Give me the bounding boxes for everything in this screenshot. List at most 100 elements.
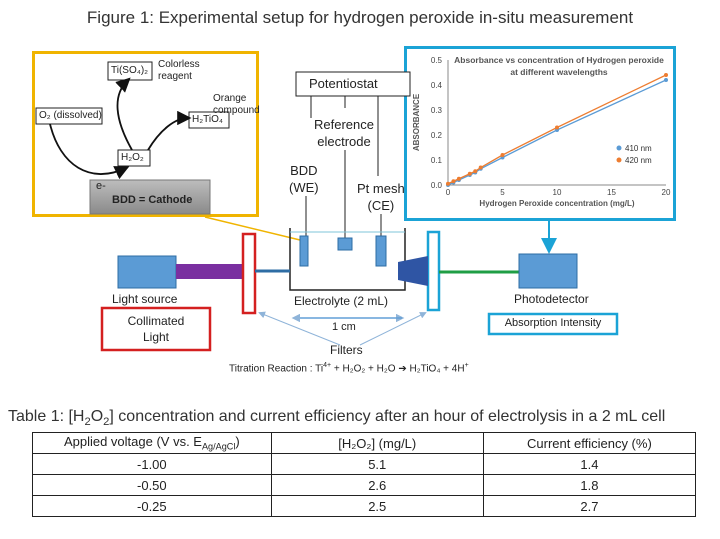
data-point (467, 171, 472, 176)
figure-title: Figure 1: Experimental setup for hydroge… (86, 8, 634, 27)
data-point (446, 181, 450, 186)
chart-title-line1: Absorbance vs concentration of Hydrogen … (454, 55, 664, 65)
titration-rest: + H₂O₂ + H₂O ➔ H₂TiO₄ + 4H (331, 363, 465, 375)
col-efficiency: Current efficiency (%) (482, 432, 697, 454)
collimator-filter (241, 232, 257, 315)
y-tick-label: 0.2 (431, 131, 443, 140)
data-point (664, 78, 668, 82)
electrolytic-cell (289, 228, 406, 291)
light-source-label: Light source (112, 292, 178, 306)
setup-diagram: 0.0 0.1 0.2 0.3 0.4 0.5 0 5 10 15 20 Absorbance vs … (35, 55, 671, 352)
data-point (478, 165, 483, 170)
electrolyte-label: Electrolyte (2 mL) (294, 294, 389, 308)
reagent-note: Colorless reagent (158, 59, 200, 82)
cell-h2o2: 5.1 (270, 453, 484, 475)
cell-voltage: -1.00 (32, 453, 272, 475)
lens (398, 256, 428, 286)
table-row: -1.00 5.1 1.4 (32, 453, 697, 475)
working-electrode (299, 235, 309, 267)
x-tick-label: 0 (446, 188, 451, 197)
table-title: Table 1: [H2O2] concentration and curren… (8, 408, 666, 429)
h2o2-label: H₂O₂ (121, 152, 144, 163)
cell-efficiency: 1.8 (482, 474, 697, 496)
col-voltage-sub: Ag/AgCl (201, 441, 236, 452)
light-source (117, 255, 177, 289)
x-tick-label: 15 (607, 188, 616, 197)
product-note: Orange compound (213, 93, 260, 116)
cell-voltage: -0.50 (32, 474, 272, 496)
table-title-rest: ] concentration and current efficiency a… (109, 408, 666, 425)
titration-reaction: Titration Reaction : Ti4+ + H₂O₂ + H₂O ➔… (229, 362, 469, 374)
data-point (473, 169, 478, 174)
data-point (500, 153, 505, 157)
potentiostat-box (295, 71, 411, 97)
titration-sup: 4+ (323, 362, 332, 369)
collimated-light-box (100, 306, 212, 352)
product-formula: H₂TiO₄ (192, 114, 223, 125)
counter-electrode (375, 235, 387, 267)
cathode-label: BDD = Cathode (112, 194, 193, 206)
y-tick-label: 0.3 (431, 106, 443, 115)
absorption-intensity-label: Absorption Intensity (504, 317, 602, 329)
reference-electrode-label: Reference electrode (314, 117, 374, 149)
width-label: 1 cm (332, 321, 356, 333)
data-point (451, 179, 456, 184)
x-tick-label: 10 (553, 188, 562, 197)
titration-sup2: + (464, 362, 469, 369)
inset-pointer (204, 216, 301, 241)
detector-filter (426, 230, 441, 312)
reaction-inset (32, 51, 259, 217)
y-tick-label: 0.5 (431, 56, 443, 65)
results-table: Applied voltage (V vs. EAg/AgCl) [H₂O₂] … (32, 432, 697, 517)
table-row: -0.25 2.5 2.7 (32, 495, 697, 517)
table-title-prefix: Table 1: [H (8, 408, 85, 425)
titration-prefix: Titration Reaction : Ti (229, 363, 324, 375)
col-voltage-label: Applied voltage (V vs. E (63, 434, 202, 450)
cell-efficiency: 1.4 (482, 453, 697, 475)
cell-voltage: -0.25 (32, 495, 272, 517)
light-beam (176, 264, 242, 279)
filters-label: Filters (330, 343, 363, 357)
y-tick-label: 0.4 (431, 81, 443, 90)
legend-label-1: 410 nm (625, 144, 652, 153)
electron-label: e- (96, 180, 106, 192)
absorbance-chart: 0.0 0.1 0.2 0.3 0.4 0.5 0 5 10 15 20 Absorbance vs … (412, 55, 671, 208)
table-header-row: Applied voltage (V vs. EAg/AgCl) [H₂O₂] … (32, 432, 697, 454)
col-h2o2: [H₂O₂] (mg/L) (270, 432, 484, 454)
cell-h2o2: 2.6 (270, 474, 484, 496)
cell-h2o2: 2.5 (270, 495, 484, 517)
data-point (555, 125, 559, 130)
cell-efficiency: 2.7 (482, 495, 697, 517)
reference-electrode-tip (337, 237, 353, 251)
cathode-plate (89, 179, 211, 215)
photodetector-label: Photodetector (514, 292, 589, 306)
absorption-intensity-box (487, 312, 619, 336)
product-arrow (147, 110, 192, 151)
data-point (456, 176, 461, 181)
o2-box (35, 107, 103, 125)
working-electrode-label: BDD (WE) (289, 163, 319, 195)
x-tick-label: 5 (500, 188, 505, 197)
y-axis-label: ABSORBANCE (412, 93, 421, 151)
x-tick-label: 20 (662, 188, 671, 197)
data-point (664, 73, 668, 77)
reduction-arrow (49, 123, 130, 180)
reagent-formula: Ti(SO₄)₂ (111, 65, 149, 76)
photodetector (518, 253, 578, 289)
h2o2-box (117, 149, 151, 167)
col-voltage: Applied voltage (V vs. EAg/AgCl) (32, 432, 272, 454)
x-axis-label: Hydrogen Peroxide concentration (mg/L) (479, 199, 634, 208)
collimated-light-label: Collimated Light (127, 314, 185, 344)
calibration-chart-frame (404, 46, 676, 221)
y-tick-label: 0.0 (431, 181, 443, 190)
legend-label-2: 420 nm (625, 156, 652, 165)
chart-title-line2: at different wavelengths (510, 67, 608, 77)
table-row: -0.50 2.6 1.8 (32, 474, 697, 496)
o2-label: O₂ (dissolved) (39, 110, 102, 121)
potentiostat-label: Potentiostat (309, 76, 378, 91)
y-tick-label: 0.1 (431, 156, 443, 165)
legend-marker-2 (616, 157, 622, 163)
counter-electrode-label: Pt mesh (CE) (357, 181, 405, 213)
reagent-arrow (115, 77, 133, 151)
legend-marker-1 (616, 145, 622, 151)
